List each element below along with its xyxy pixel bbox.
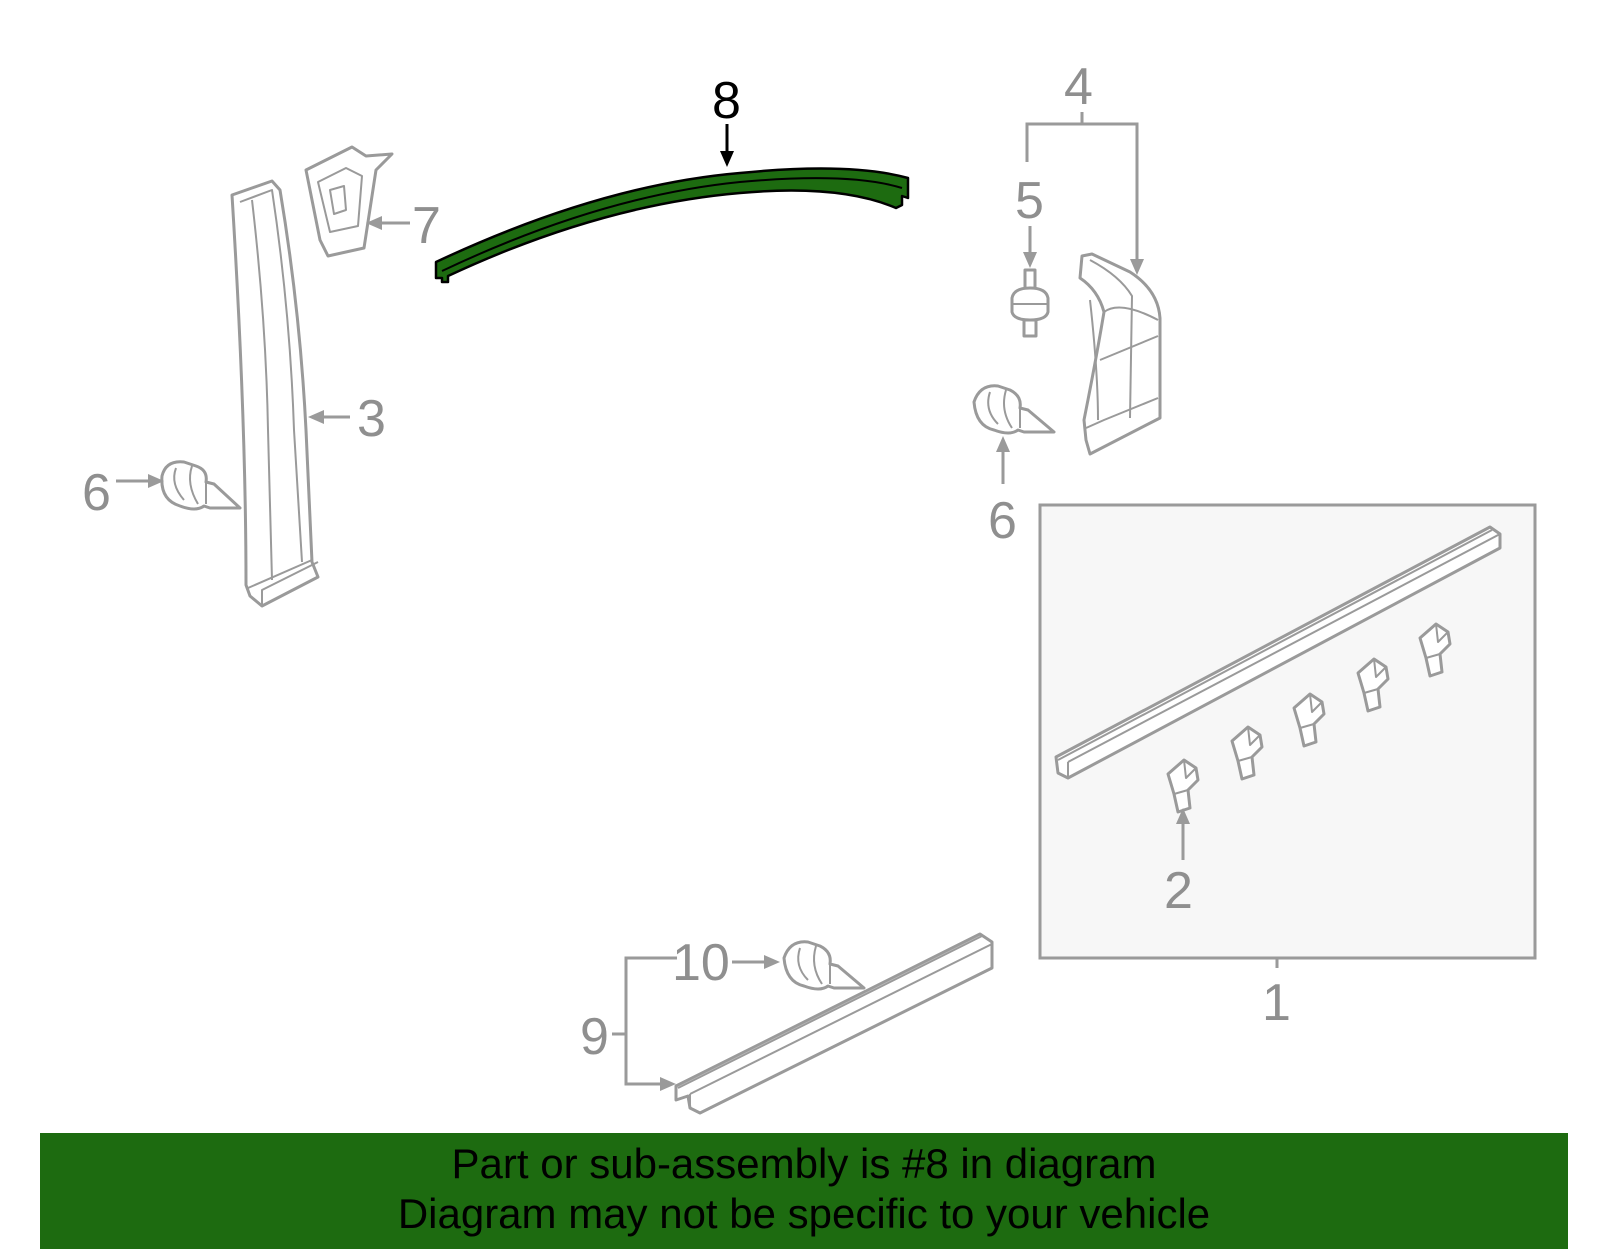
callout-8: 8 xyxy=(712,72,741,130)
callout-7: 7 xyxy=(412,197,441,255)
callout-10: 10 xyxy=(672,934,730,992)
part-3-pillar-garnish[interactable] xyxy=(230,179,320,608)
part-8-weatherstrip-highlighted[interactable] xyxy=(434,167,910,284)
info-banner: Part or sub-assembly is #8 in diagram Di… xyxy=(40,1133,1568,1249)
callout-9: 9 xyxy=(580,1008,609,1066)
part-6-screw-left[interactable] xyxy=(160,460,242,511)
part-1-door-molding[interactable] xyxy=(1054,525,1502,780)
callout-1: 1 xyxy=(1262,974,1291,1032)
callout-4: 4 xyxy=(1064,58,1093,116)
banner-line-1: Part or sub-assembly is #8 in diagram xyxy=(451,1140,1157,1187)
banner-line-2: Diagram may not be specific to your vehi… xyxy=(397,1190,1211,1237)
callout-5: 5 xyxy=(1015,172,1044,230)
part-9-lower-molding[interactable] xyxy=(674,932,994,1115)
part-6-screw-right[interactable] xyxy=(972,384,1056,435)
part-7-bracket[interactable] xyxy=(304,145,394,258)
callout-2: 2 xyxy=(1164,862,1193,920)
part-2-clips[interactable] xyxy=(1166,622,1452,814)
part-8-shape[interactable] xyxy=(434,167,910,284)
callout-3: 3 xyxy=(357,390,386,448)
callout-6-right: 6 xyxy=(988,492,1017,550)
part-4-pillar-cover[interactable] xyxy=(1078,252,1162,456)
part-5-clip[interactable] xyxy=(1010,268,1050,338)
callout-6-left: 6 xyxy=(82,464,111,522)
part-10-screw[interactable] xyxy=(782,940,866,991)
